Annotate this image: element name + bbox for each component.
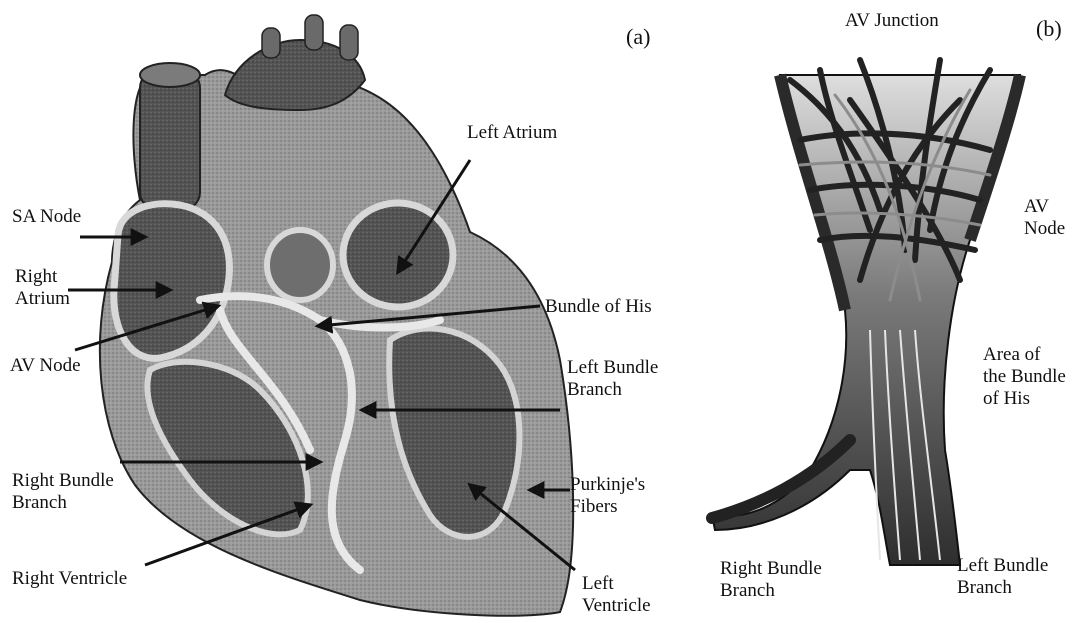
bundle-of-his-label: Bundle of His xyxy=(545,296,652,318)
purkinje-fibers-label-line-2: Fibers xyxy=(570,496,645,518)
panel-a-tag: (a) xyxy=(626,26,650,48)
left-ventricle-label-line-2: Ventricle xyxy=(582,595,651,617)
left-ventricle-label-line-1: Left xyxy=(582,573,651,595)
left-bundle-branch-b-label-line-1: Left Bundle xyxy=(957,555,1048,577)
area-bundle-his-label-line-3: of His xyxy=(983,388,1066,410)
av-node-b-label-line-1: AV xyxy=(1024,196,1065,218)
area-bundle-his-label-line-1: Area of xyxy=(983,344,1066,366)
purkinje-fibers-label: Purkinje's Fibers xyxy=(570,474,645,518)
panel-b-tag: (b) xyxy=(1036,18,1062,40)
av-junction-label: AV Junction xyxy=(845,10,939,32)
av-node-b-label-line-2: Node xyxy=(1024,218,1065,240)
area-bundle-his-label-line-2: the Bundle xyxy=(983,366,1066,388)
right-atrium-label: Right Atrium xyxy=(15,266,70,310)
left-bundle-branch-label: Left Bundle Branch xyxy=(567,357,658,401)
valve-opening xyxy=(267,230,333,300)
right-bundle-branch-b-label-line-2: Branch xyxy=(720,580,822,602)
purkinje-fibers-label-line-1: Purkinje's xyxy=(570,474,645,496)
left-ventricle-label: Left Ventricle xyxy=(582,573,651,617)
right-bundle-branch-b-label-line-1: Right Bundle xyxy=(720,558,822,580)
right-bundle-branch-label-line-1: Right Bundle xyxy=(12,470,114,492)
right-atrium-label-line-2: Atrium xyxy=(15,288,70,310)
left-bundle-branch-label-line-1: Left Bundle xyxy=(567,357,658,379)
right-atrium-label-line-1: Right xyxy=(15,266,70,288)
superior-vena-cava xyxy=(140,70,200,210)
av-conduction-illustration xyxy=(712,60,1020,565)
area-bundle-his-label: Area of the Bundle of His xyxy=(983,344,1066,410)
left-bundle-branch-b-label: Left Bundle Branch xyxy=(957,555,1048,599)
left-atrium-chamber xyxy=(343,203,453,307)
left-atrium-label: Left Atrium xyxy=(467,122,557,144)
sa-node-label: SA Node xyxy=(12,206,81,228)
left-bundle-branch-b-label-line-2: Branch xyxy=(957,577,1048,599)
heart-illustration xyxy=(100,15,573,616)
right-bundle-branch-label: Right Bundle Branch xyxy=(12,470,114,514)
right-bundle-branch-label-line-2: Branch xyxy=(12,492,114,514)
av-node-label: AV Node xyxy=(10,355,81,377)
av-node-b-label: AV Node xyxy=(1024,196,1065,240)
right-ventricle-label: Right Ventricle xyxy=(12,568,127,590)
right-bundle-branch-b-label: Right Bundle Branch xyxy=(720,558,822,602)
left-bundle-branch-label-line-2: Branch xyxy=(567,379,658,401)
